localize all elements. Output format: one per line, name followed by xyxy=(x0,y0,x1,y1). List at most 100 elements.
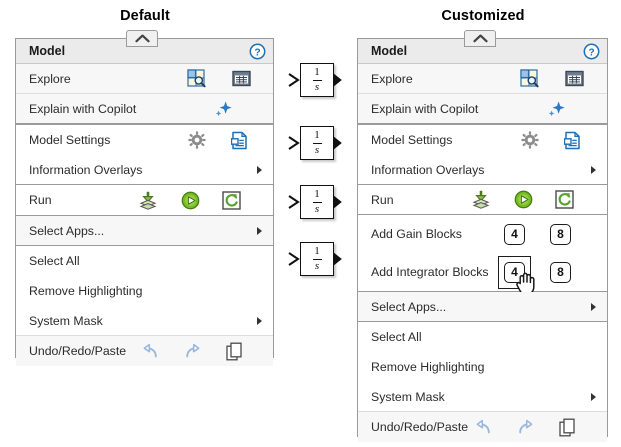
menu-item-information-overlays[interactable]: Information Overlays xyxy=(16,155,273,185)
model-properties-icon[interactable] xyxy=(563,131,581,150)
menu-item-add-integrator-blocks[interactable]: Add Integrator Blocks 4 8 xyxy=(358,253,607,295)
model-settings-group: Model Settings xyxy=(357,124,608,295)
menu-item-explain-with-copilot[interactable]: Explain with Copilot xyxy=(16,94,273,124)
integrator-block[interactable]: 1 s xyxy=(300,185,334,219)
menu-item-add-gain-blocks[interactable]: Add Gain Blocks 4 8 xyxy=(358,215,607,253)
redo-icon[interactable] xyxy=(516,419,535,436)
gear-icon[interactable] xyxy=(521,131,539,149)
integrator-label: 1 s xyxy=(312,244,322,272)
integrator-blocks-4-button[interactable]: 4 xyxy=(504,261,525,283)
paste-icon[interactable] xyxy=(559,418,576,437)
gain-blocks-8-button-wrap: 8 xyxy=(550,223,571,245)
menu-item-information-overlays[interactable]: Information Overlays xyxy=(358,155,607,185)
integrator-label: 1 s xyxy=(312,128,322,156)
menu-item-run[interactable]: Run xyxy=(358,185,607,215)
menu-item-model-settings[interactable]: Model Settings xyxy=(358,125,607,155)
submenu-arrow-icon xyxy=(257,165,262,174)
model-explorer-icon[interactable] xyxy=(187,69,206,88)
menu-item-label: Add Integrator Blocks xyxy=(371,265,489,279)
menu-item-label: Model Settings xyxy=(371,133,453,147)
menu-item-system-mask[interactable]: System Mask xyxy=(358,382,607,412)
menu-item-run[interactable]: Run xyxy=(16,185,273,215)
menu-item-label: Select All xyxy=(29,254,80,268)
menu-item-label: Remove Highlighting xyxy=(29,284,143,298)
block-output-port xyxy=(333,252,342,266)
undo-icon[interactable] xyxy=(474,419,493,436)
menu-item-select-all[interactable]: Select All xyxy=(16,246,273,276)
menu-item-label: Model Settings xyxy=(29,133,111,147)
menu-item-undo-redo-paste[interactable]: Undo/Redo/Paste xyxy=(16,336,273,366)
gain-blocks-8-button[interactable]: 8 xyxy=(550,223,571,245)
submenu-arrow-icon xyxy=(257,316,262,325)
menu-item-label: System Mask xyxy=(371,389,445,404)
integrator-block[interactable]: 1 s xyxy=(300,63,334,97)
menu-item-label: System Mask xyxy=(29,313,103,328)
block-output-port xyxy=(333,136,342,150)
model-explorer-icon[interactable] xyxy=(520,69,539,88)
integrator-blocks-4-button-wrap: 4 xyxy=(498,255,535,295)
run-play-icon[interactable] xyxy=(181,191,200,210)
menu-item-explain-with-copilot[interactable]: Explain with Copilot xyxy=(358,94,607,124)
block-input-port xyxy=(288,73,300,87)
submenu-arrow-icon xyxy=(591,392,596,401)
chevron-up-icon[interactable] xyxy=(464,30,496,47)
paste-icon[interactable] xyxy=(226,342,243,361)
menu-item-label: Explain with Copilot xyxy=(29,101,137,116)
gear-icon[interactable] xyxy=(188,131,206,149)
undo-icon[interactable] xyxy=(141,343,160,360)
gain-blocks-4-button-wrap: 4 xyxy=(504,223,525,245)
block-output-port xyxy=(333,195,342,209)
menu-item-label: Explore xyxy=(371,71,413,86)
menu-item-label: Undo/Redo/Paste xyxy=(371,420,469,434)
menu-item-label: Explore xyxy=(29,71,71,86)
menu-item-label: Select Apps... xyxy=(371,299,447,314)
menu-item-label: Information Overlays xyxy=(371,162,485,177)
menu-item-select-all[interactable]: Select All xyxy=(358,322,607,352)
menu-item-explore[interactable]: Explore xyxy=(16,64,273,94)
menu-item-label: Select All xyxy=(371,330,422,344)
data-inspector-icon[interactable] xyxy=(232,70,251,87)
menu-item-undo-redo-paste[interactable]: Undo/Redo/Paste xyxy=(358,412,607,442)
block-input-port xyxy=(288,195,300,209)
model-properties-icon[interactable] xyxy=(230,131,248,150)
update-diagram-icon[interactable] xyxy=(138,191,158,210)
integrator-label: 1 s xyxy=(312,65,322,93)
menu-item-select-apps[interactable]: Select Apps... xyxy=(16,216,273,246)
chevron-up-icon[interactable] xyxy=(126,30,158,47)
copilot-sparkle-icon[interactable] xyxy=(213,99,233,119)
integrator-blocks-8-button[interactable]: 8 xyxy=(550,261,571,283)
block-input-port xyxy=(288,136,300,150)
help-question-icon[interactable]: ? xyxy=(583,43,600,60)
submenu-arrow-icon xyxy=(591,165,596,174)
page-title: Model xyxy=(371,44,408,58)
block-output-port xyxy=(333,73,342,87)
fast-restart-icon[interactable] xyxy=(555,190,574,209)
block-input-port xyxy=(288,252,300,266)
menu-item-remove-highlighting[interactable]: Remove Highlighting xyxy=(16,276,273,306)
redo-icon[interactable] xyxy=(183,343,202,360)
menu-item-remove-highlighting[interactable]: Remove Highlighting xyxy=(358,352,607,382)
menu-item-system-mask[interactable]: System Mask xyxy=(16,306,273,336)
chevron-up-glyph xyxy=(134,34,150,43)
integrator-block[interactable]: 1 s xyxy=(300,242,334,276)
copilot-sparkle-icon[interactable] xyxy=(546,99,566,119)
menu-item-select-apps[interactable]: Select Apps... xyxy=(358,292,607,322)
menu-item-model-settings[interactable]: Model Settings xyxy=(16,125,273,155)
svg-text:?: ? xyxy=(588,47,594,58)
help-question-icon[interactable]: ? xyxy=(249,43,266,60)
data-inspector-icon[interactable] xyxy=(565,70,584,87)
menu-item-explore[interactable]: Explore xyxy=(358,64,607,94)
run-play-icon[interactable] xyxy=(514,190,533,209)
menu-item-label: Add Gain Blocks xyxy=(371,227,462,241)
gain-blocks-4-button[interactable]: 4 xyxy=(504,223,525,245)
integrator-label: 1 s xyxy=(312,187,322,215)
menu-item-label: Undo/Redo/Paste xyxy=(29,344,127,358)
customized-model-menu-panel: Model ? Explore xyxy=(357,30,608,442)
svg-text:?: ? xyxy=(254,47,260,58)
menu-item-label: Remove Highlighting xyxy=(371,360,485,374)
integrator-block[interactable]: 1 s xyxy=(300,126,334,160)
update-diagram-icon[interactable] xyxy=(471,190,491,209)
fast-restart-icon[interactable] xyxy=(222,190,241,210)
menu-item-label: Run xyxy=(29,193,52,207)
